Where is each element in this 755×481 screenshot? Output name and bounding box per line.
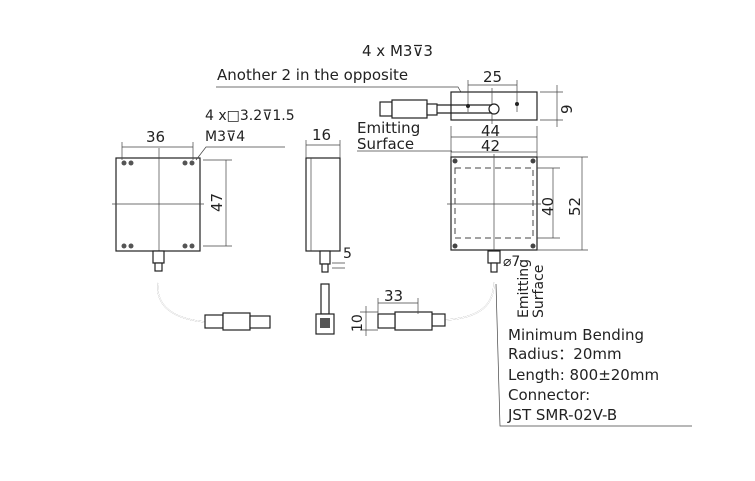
dim-40: 40 (539, 197, 557, 216)
dim-9: 9 (558, 104, 576, 114)
front-view: 44 42 40 52 ⌀7 Emitting Surface 33 10 (350, 122, 692, 427)
left-thread-1: 4 x□3.2⊽1.5 (205, 108, 295, 124)
dim-25: 25 (483, 68, 502, 86)
note-line: Minimum Bending (508, 326, 644, 344)
dim-44: 44 (481, 122, 500, 140)
dim-10: 10 (350, 314, 366, 332)
dim-36: 36 (146, 128, 165, 146)
top-thread-label: 4 x M3⊽3 (362, 42, 433, 60)
note-line: JST SMR-02V-B (507, 406, 617, 424)
opposite-note-label: Another 2 in the opposite (217, 66, 408, 84)
note-line: Radius：20mm (508, 345, 622, 363)
note-line: Connector: (508, 386, 590, 404)
dim-52: 52 (566, 197, 584, 216)
note-line: Length: 800±20mm (508, 366, 659, 384)
left-thread-2: M3⊽4 (205, 129, 245, 145)
dim-5: 5 (343, 246, 352, 262)
emitting-label-2: Surface (357, 135, 414, 153)
emitting-vert-1: Emitting (516, 259, 532, 318)
dim-47: 47 (208, 193, 226, 212)
dim-16: 16 (312, 126, 331, 144)
left-view: 36 47 4 x□3.2⊽1.5 M3⊽4 (112, 108, 295, 331)
diameter-label: ⌀7 (503, 254, 520, 270)
side-view: 16 5 (305, 126, 352, 335)
emitting-vert-2: Surface (531, 265, 547, 318)
emitting-label-1: Emitting (357, 119, 420, 137)
dim-42: 42 (481, 137, 500, 155)
cable-notes: Minimum Bending Radius：20mm Length: 800±… (507, 326, 659, 424)
dim-33: 33 (384, 287, 403, 305)
top-view: 25 9 Emitting Surface (357, 68, 576, 153)
